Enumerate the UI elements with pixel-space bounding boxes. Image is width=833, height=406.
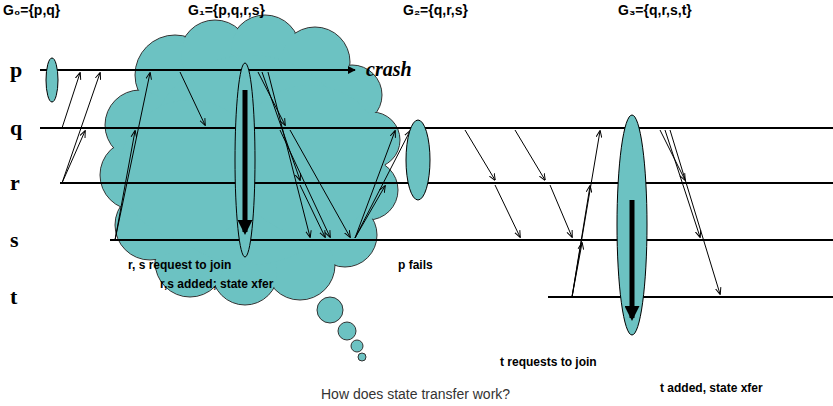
view-label: G₁={p,q,r,s} [188,2,265,18]
event-note: r, s request to join [128,258,231,272]
event-note: r,s added; state xfer [160,277,273,291]
event-note: t requests to join [500,355,597,369]
process-name: q [10,115,22,141]
view-label: G₃={q,r,s,t} [618,2,692,18]
process-name: s [10,227,19,253]
view-label: G₀={p,q} [3,2,60,18]
state-transfer-arrows [245,90,632,318]
event-note: p fails [398,258,433,272]
caption: How does state transfer work? [321,386,510,402]
process-name: t [10,284,17,310]
crash-note: crash [366,58,412,81]
view-label: G₂={q,r,s} [403,2,468,18]
cloud [100,15,400,361]
event-note: t added, state xfer [660,381,763,395]
view-ovals [46,58,647,335]
process-name: p [10,57,22,83]
process-lines [40,70,833,297]
process-name: r [10,170,20,196]
